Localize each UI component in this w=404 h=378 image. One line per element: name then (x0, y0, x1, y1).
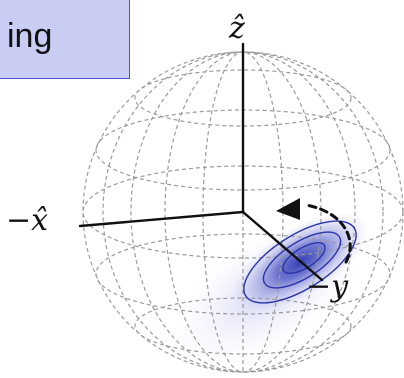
z-axis-label: ẑ (228, 11, 245, 46)
contour-lines (243, 220, 357, 304)
y-axis-label: −y (306, 269, 349, 304)
rotation-arrow (276, 198, 352, 264)
arrow-head-icon (276, 198, 300, 220)
x-axis (78, 210, 245, 228)
probability-blob (172, 211, 369, 365)
title-box: ing (0, 0, 130, 79)
title-text: ing (7, 17, 53, 55)
x-axis-label: −x̂ (6, 203, 48, 238)
y-axis (241, 210, 324, 282)
axes (78, 42, 324, 282)
